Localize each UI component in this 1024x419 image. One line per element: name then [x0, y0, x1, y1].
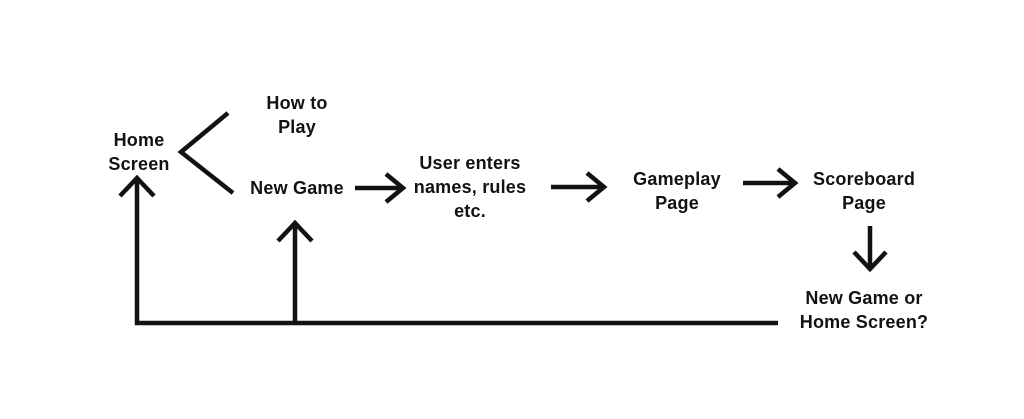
node-home-screen: Home Screen [108, 130, 170, 174]
node-user-enters-names-rules: User enters names, rules etc. [413, 153, 527, 221]
arrow-userenters-to-gameplay [551, 171, 608, 203]
node-new-game-or-home-screen: New Game or Home Screen? [799, 288, 929, 332]
arrow-gameplay-to-scoreboard [743, 167, 799, 199]
node-scoreboard-page: Scoreboard Page [812, 169, 916, 213]
node-how-to-play: How to Play [266, 93, 328, 137]
return-line-to-home-screen [118, 174, 778, 326]
arrow-newgame-to-userenters [355, 172, 407, 204]
branch-chevron-home-to-options [177, 111, 235, 195]
node-new-game: New Game [250, 178, 344, 198]
node-gameplay-page: Gameplay Page [633, 169, 721, 213]
return-arrow-to-new-game [276, 219, 314, 323]
arrow-scoreboard-to-question [852, 226, 888, 273]
